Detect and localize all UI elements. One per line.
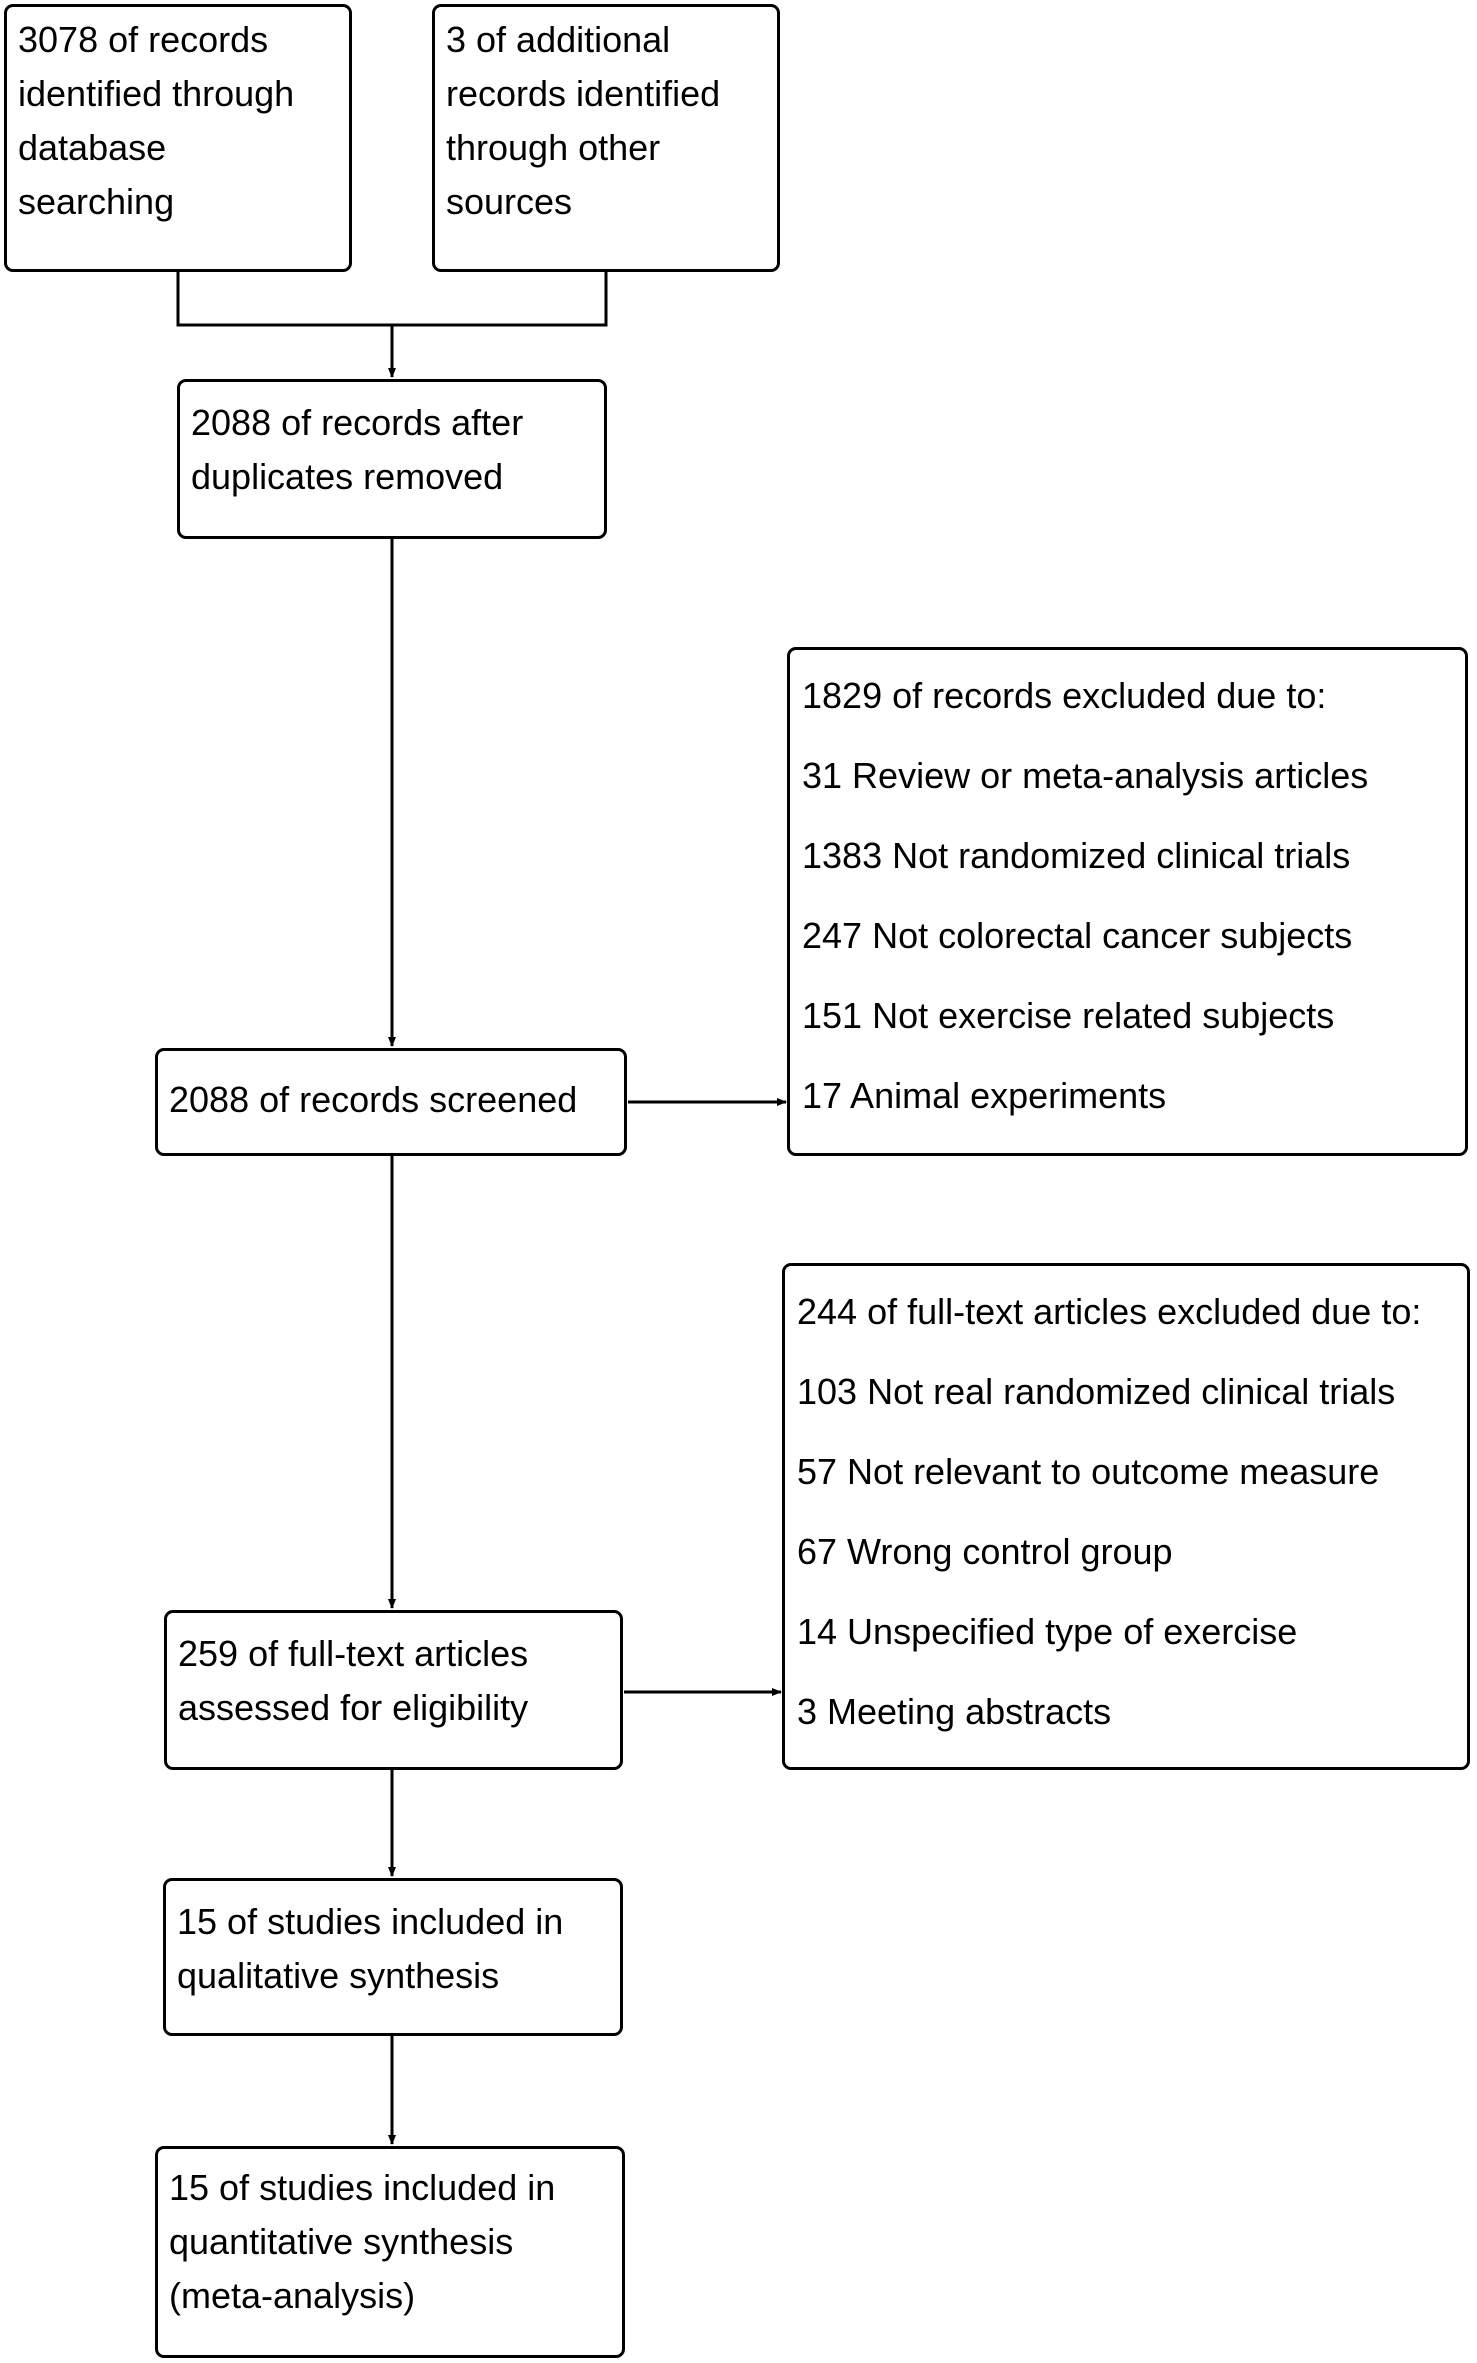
exclusion-reason: 151 Not exercise related subjects bbox=[802, 995, 1335, 1036]
merge-connector bbox=[176, 271, 608, 327]
exclusion-reason: 103 Not real randomized clinical trials bbox=[797, 1371, 1396, 1412]
box-text-line: 2088 of records screened bbox=[169, 1079, 578, 1120]
exclusion-reason: 31 Review or meta-analysis articles bbox=[802, 755, 1369, 796]
screening-exclusions-box: 1829 of records excluded due to: 31 Revi… bbox=[787, 647, 1468, 1156]
exclusion-reason: 17 Animal experiments bbox=[802, 1075, 1167, 1116]
other-sources-box: 3 of additional records identified throu… bbox=[432, 4, 780, 272]
exclusion-reason: 14 Unspecified type of exercise bbox=[797, 1611, 1298, 1652]
eligibility-exclusions-box: 244 of full-text articles excluded due t… bbox=[782, 1263, 1470, 1770]
box-text-line: quantitative synthesis bbox=[169, 2221, 514, 2262]
box-text-line: 2088 of records after bbox=[191, 402, 524, 443]
database-records-box: 3078 of records identified through datab… bbox=[4, 4, 352, 272]
box-text-line: 15 of studies included in bbox=[169, 2167, 556, 2208]
exclusion-reason: 67 Wrong control group bbox=[797, 1531, 1173, 1572]
box-text-line: qualitative synthesis bbox=[177, 1955, 500, 1996]
exclusion-reason: 1383 Not randomized clinical trials bbox=[802, 835, 1351, 876]
box-text-line: assessed for eligibility bbox=[178, 1687, 529, 1728]
box-text-line: through other bbox=[446, 127, 661, 168]
quantitative-synthesis-box: 15 of studies included in quantitative s… bbox=[155, 2146, 625, 2358]
deduplicated-records-box: 2088 of records after duplicates removed bbox=[177, 379, 607, 539]
box-text-line: 15 of studies included in bbox=[177, 1901, 564, 1942]
box-text-line: 259 of full-text articles bbox=[178, 1633, 529, 1674]
exclusion-reason: 247 Not colorectal cancer subjects bbox=[802, 915, 1353, 956]
box-text-line: records identified bbox=[446, 73, 721, 114]
box-text-line: duplicates removed bbox=[191, 456, 504, 497]
qualitative-synthesis-box: 15 of studies included in qualitative sy… bbox=[163, 1878, 623, 2036]
box-text-line: 3078 of records bbox=[18, 19, 269, 60]
screened-records-box: 2088 of records screened bbox=[155, 1048, 627, 1156]
box-text-line: identified through bbox=[18, 73, 295, 114]
box-text-line: 3 of additional bbox=[446, 19, 671, 60]
exclusion-reason: 57 Not relevant to outcome measure bbox=[797, 1451, 1380, 1492]
exclusion-heading: 244 of full-text articles excluded due t… bbox=[797, 1291, 1422, 1332]
exclusion-reason: 3 Meeting abstracts bbox=[797, 1691, 1112, 1732]
exclusion-heading: 1829 of records excluded due to: bbox=[802, 675, 1327, 716]
box-text-line: database bbox=[18, 127, 167, 168]
box-text-line: searching bbox=[18, 181, 175, 222]
box-text-line: (meta-analysis) bbox=[169, 2275, 416, 2316]
box-text-line: sources bbox=[446, 181, 573, 222]
full-text-assessed-box: 259 of full-text articles assessed for e… bbox=[164, 1610, 623, 1770]
